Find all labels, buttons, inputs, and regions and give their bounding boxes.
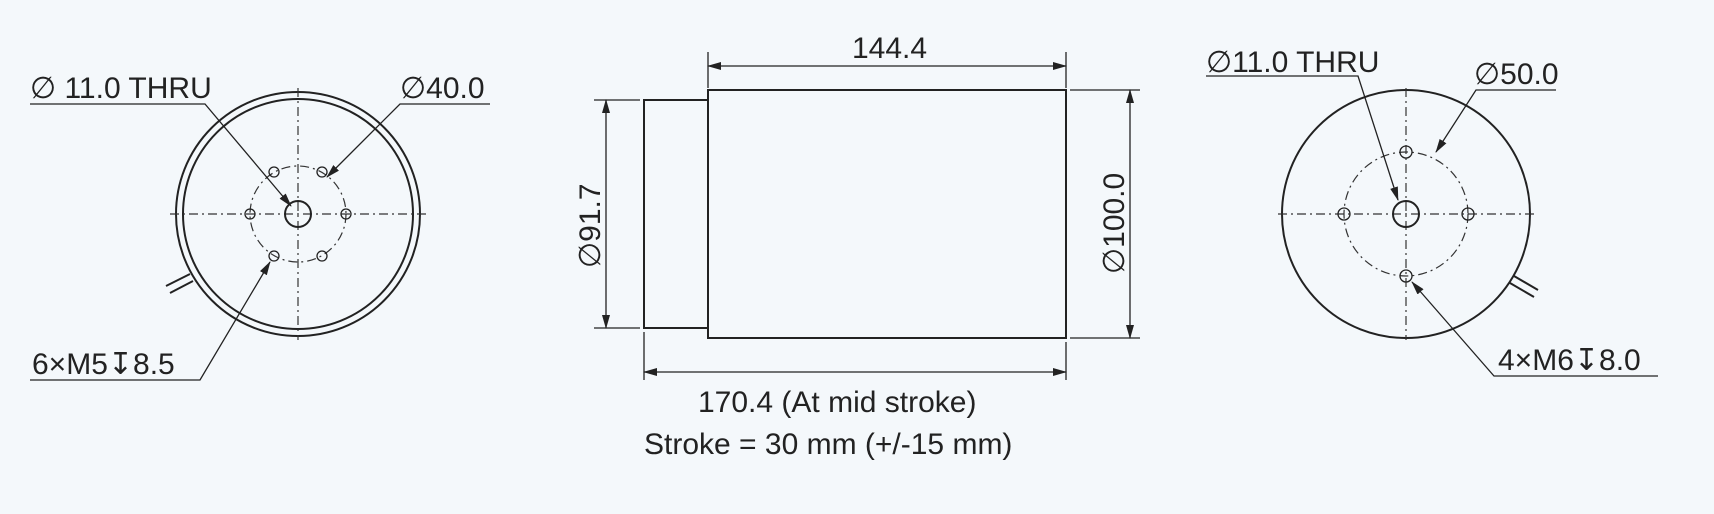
- left-boltcircle-leader: [326, 103, 490, 178]
- right-cable-stub: [1513, 275, 1539, 291]
- right-center-hole: [1392, 200, 1420, 228]
- left-tapped-label: 6×M5↧8.5: [32, 348, 175, 381]
- right-end-view: ∅11.0 THRU ∅50.0 4×M6↧8.0: [1206, 46, 1658, 377]
- right-tapped-hole: [1461, 207, 1475, 221]
- right-thru-leader: [1206, 75, 1399, 201]
- left-tapped-hole: [268, 250, 280, 262]
- length-label: 144.4: [852, 32, 927, 65]
- right-tapped-label: 4×M6↧8.0: [1498, 344, 1641, 377]
- right-tapped-leader: [1411, 281, 1658, 377]
- left-thru-label: ∅ 11.0 THRU: [30, 72, 212, 105]
- left-tapped-hole: [340, 208, 352, 220]
- side-view: 144.4 ∅91.7 ∅100.0 170.4 (At mid stroke)…: [574, 32, 1140, 461]
- left-boltcircle-label: ∅40.0: [400, 72, 485, 105]
- right-boltcircle-leader: [1435, 89, 1556, 153]
- left-center-hole: [284, 200, 312, 228]
- right-tapped-hole: [1337, 207, 1351, 221]
- left-bolt-circle: [249, 165, 347, 263]
- left-tapped-hole: [244, 208, 256, 220]
- left-tapped-leader: [30, 261, 271, 381]
- actuator-body: [707, 89, 1067, 339]
- right-boltcircle-label: ∅50.0: [1474, 58, 1559, 91]
- left-thru-leader: [30, 103, 292, 207]
- left-cable-stub: [165, 273, 191, 287]
- rod-end: [643, 99, 709, 329]
- left-end-view: ∅ 11.0 THRU ∅40.0 6×M5↧8.5: [30, 72, 490, 381]
- right-bolt-circle: [1343, 151, 1469, 277]
- total-length-label: 170.4 (At mid stroke): [698, 386, 976, 419]
- right-tapped-hole: [1399, 145, 1413, 159]
- right-thru-label: ∅11.0 THRU: [1206, 46, 1379, 79]
- rod-dia-label: ∅91.7: [574, 183, 607, 268]
- body-dia-label: ∅100.0: [1098, 173, 1131, 274]
- left-tapped-hole: [268, 166, 280, 178]
- right-tapped-hole: [1399, 269, 1413, 283]
- left-tapped-hole: [316, 250, 328, 262]
- stroke-label: Stroke = 30 mm (+/-15 mm): [644, 428, 1012, 461]
